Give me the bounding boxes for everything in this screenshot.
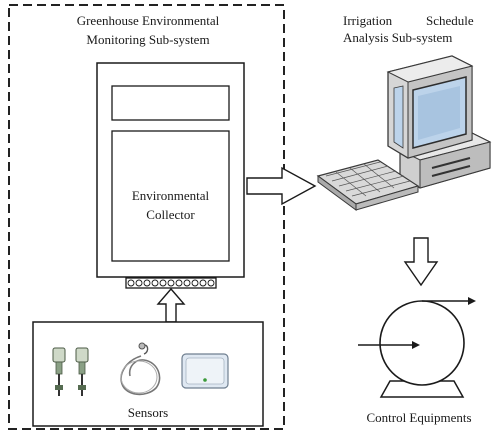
probe-sensor-1-icon — [52, 347, 66, 396]
computer-to-control-arrow — [403, 237, 439, 287]
collector-label-line2: Collector — [146, 207, 195, 222]
analysis-subsystem-title-line2: Analysis Sub-system — [343, 30, 453, 45]
monitoring-subsystem-title-line1: Greenhouse Environmental — [76, 13, 220, 28]
pump-icon — [358, 297, 476, 398]
collector-display-panel — [111, 85, 230, 121]
collector-to-computer-arrow — [246, 166, 317, 206]
control-equipments-label: Control Equipments — [366, 410, 472, 425]
collector-label-line1: Environmental — [131, 188, 210, 203]
computer-icon — [316, 55, 492, 211]
analysis-subsystem-title-word1: Irrigation — [343, 13, 393, 28]
collector-body-panel — [111, 130, 230, 262]
probe-sensor-2-icon — [75, 347, 89, 396]
sensors-to-collector-arrow — [156, 287, 186, 323]
analysis-subsystem-title-word2: Schedule — [426, 13, 474, 28]
monitoring-subsystem-title-line2: Monitoring Sub-system — [86, 32, 210, 47]
sensors-label: Sensors — [127, 405, 169, 420]
terminal-strip — [125, 277, 217, 289]
cable-sensor-icon — [120, 342, 161, 396]
sensor-module-icon — [181, 353, 229, 389]
